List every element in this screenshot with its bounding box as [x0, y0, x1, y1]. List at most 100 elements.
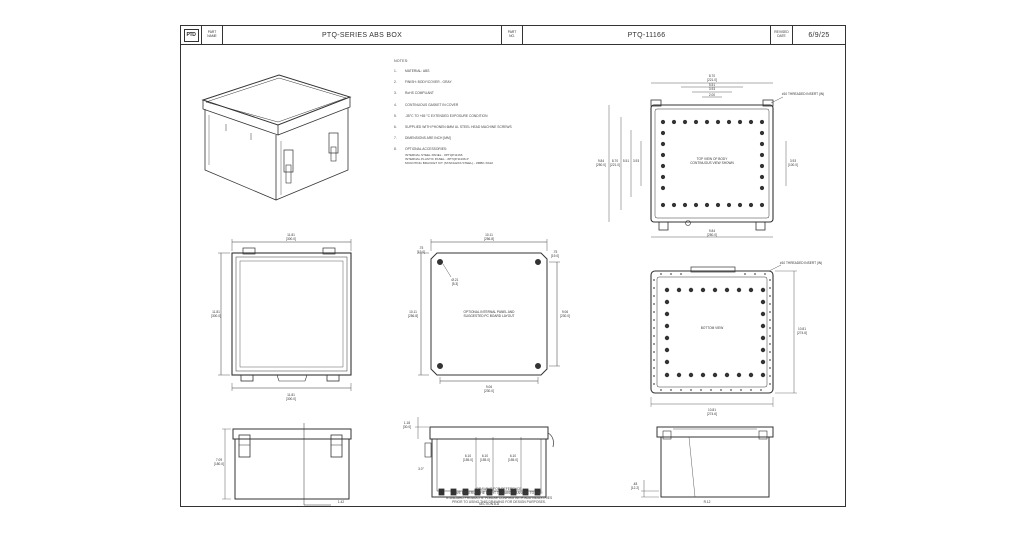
dim-sec-angle: 3.0°	[418, 467, 424, 471]
dim-top-h1-mm: [250.0]	[596, 163, 606, 167]
dim-panel-height: 10.11	[409, 310, 417, 314]
dim-panel-corner: .75	[419, 246, 424, 250]
dim-top-h4: 3.93	[633, 159, 639, 163]
dim-top-w1-mm: [221.0]	[707, 78, 717, 82]
dim-top-base-mm: [250.0]	[707, 233, 717, 237]
dim-top-h3: 5.51	[623, 159, 629, 163]
dim-sec-d2-mm: [155.0]	[480, 458, 490, 462]
dim-bottom-h: 10.81	[798, 327, 806, 331]
disclaimer-line: DRAWING FOR REFERENCE	[476, 487, 522, 491]
dim-panel-corner-mm: [19.0]	[417, 250, 425, 254]
dim-panel-width: 10.11	[485, 233, 493, 237]
notes-block: NOTES: 1.MATERIAL: ABS 2.FINISH: BODY/CO…	[394, 59, 564, 165]
revised-date-cell: 6/9/25	[793, 26, 845, 44]
dim-panel-inner-mm: [230.0]	[484, 389, 494, 393]
panel-note-line1: OPTIONAL INTERNAL PANEL AND	[464, 310, 516, 314]
dim-top-base: 9.84	[709, 229, 715, 233]
panel-note-line2: SUGGESTED PC BOARD LAYOUT	[464, 314, 515, 318]
dim-sec-d3-mm: [155.0]	[508, 458, 518, 462]
dim-bottom-w: 10.81	[708, 408, 716, 412]
note-item: 1.MATERIAL: ABS	[394, 69, 430, 73]
note-item: 5.-35°C TO +65 °C EXTENDED EXPOSURE COND…	[394, 113, 488, 118]
dim-top-h1: 9.84	[598, 159, 604, 163]
bottom-view	[650, 264, 797, 407]
dim-top-w4: 2.00	[709, 93, 715, 97]
accessory-item: INTERNAL STEEL PANEL - #PTQP11166	[405, 152, 463, 157]
dim-front-height: 11.81	[212, 310, 220, 314]
company-logo: PTD	[183, 28, 199, 42]
dim-front-height-mm: [300.0]	[211, 314, 221, 318]
panel-view	[418, 239, 560, 384]
side-view-left	[222, 423, 352, 506]
dim-side-foot-mm: [12.2]	[631, 486, 639, 490]
dim-panel-corner-r: .75	[553, 250, 558, 254]
dim-top-h4-r-mm: [100.0]	[788, 163, 798, 167]
part-number: PTQ-11166	[627, 31, 666, 39]
technical-drawing: 11.81 [300.0] 11.81 [300.0] 11.81 [300.0…	[201, 74, 824, 506]
dim-front-base-mm: [300.0]	[286, 397, 296, 401]
note-item: 3.RoHS COMPLIANT	[394, 91, 434, 96]
bottom-view-bolt-grid	[664, 287, 766, 378]
threaded-insert-note-top: #10 THREADED INSERT (IN)	[782, 92, 824, 96]
top-view-note-line2: CONTINUOUS VIEW SHOWN	[690, 161, 734, 165]
dim-panel-height-mm: [256.8]	[408, 314, 418, 318]
dim-panel-hole: Ø.21	[452, 278, 459, 282]
top-view-bolt-grid	[660, 119, 765, 208]
dim-top-w2: 5.51	[709, 83, 715, 87]
dim-panel-width-mm: [256.8]	[484, 237, 494, 241]
threaded-insert-note-bottom: #10 THREADED INSERT (IN)	[780, 261, 822, 265]
disclaimer-line: WE RESERVE THE RIGHT TO MAKE CHANGES TO …	[455, 491, 543, 496]
side-view-right	[641, 426, 774, 498]
dim-top-h2-mm: [221.0]	[610, 163, 620, 167]
dim-sec-top-mm: [30.0]	[403, 425, 411, 429]
top-view-note-line1: TOP VIEW OF BODY	[697, 157, 729, 161]
disclaimer-block: DRAWING FOR REFERENCE WE RESERVE THE RIG…	[429, 487, 569, 505]
accessory-item: MOUNTING BRACKET KIT (STAINLESS STEEL) -…	[405, 160, 494, 165]
dim-panel-corner-r-mm: [19.0]	[551, 254, 559, 258]
dim-panel-inner: 9.06	[486, 385, 492, 389]
dim-top-h2: 8.70	[612, 159, 618, 163]
note-item: 2.FINISH: BODY/COVER - GRAY	[394, 80, 452, 85]
part-name-cell: PTQ-SERIES ABS BOX	[223, 26, 502, 44]
note-item: 7.DIMENSIONS ARE INCH [MM]	[394, 136, 451, 141]
bottom-view-note: BOTTOM VIEW	[701, 326, 724, 330]
dim-panel-inner-v: 9.06	[562, 310, 568, 314]
dim-sec-d1-mm: [155.0]	[463, 458, 473, 462]
dim-side-lid: 1.42	[338, 500, 344, 504]
disclaimer-line: STANDARD PRODUCTS. PLEASE CONFIRM WITH B…	[445, 495, 553, 500]
dim-front-width-mm: [300.0]	[286, 237, 296, 241]
front-view	[218, 239, 352, 391]
section-view	[415, 417, 554, 498]
note-item: 8.OPTIONAL ACCESSORIES:	[394, 147, 448, 152]
disclaimer-line: PRIOR TO USING THIS DRAWING FOR DESIGN P…	[452, 500, 546, 505]
dim-sec-d2: 6.10	[482, 454, 488, 458]
dim-side-h-mm: [180.0]	[214, 462, 224, 466]
dim-front-width: 11.81	[287, 233, 295, 237]
note-item: 4.CONTINUOUS GASKET IN COVER	[394, 102, 459, 107]
dim-top-h4-r: 3.93	[790, 159, 796, 163]
part-no-cell: PTQ-11166	[523, 26, 771, 44]
accessory-item: INTERNAL PLASTIC PANEL - #PTQP11166-P	[405, 156, 469, 161]
revised-date: 6/9/25	[808, 31, 830, 39]
dim-sec-d3: 6.10	[510, 454, 516, 458]
dim-side-h: 7.09	[216, 458, 222, 462]
dim-bottom-w-mm: [274.6]	[707, 412, 717, 416]
isometric-view	[201, 74, 352, 201]
dim-sec-top: 1.18	[404, 421, 410, 425]
dim-panel-hole-mm: [5.3]	[452, 282, 458, 286]
notes-heading: NOTES:	[394, 59, 409, 63]
dim-top-w1: 8.70	[709, 74, 715, 78]
bottom-view-edge-dots	[653, 273, 771, 391]
dim-side-foot: .48	[633, 482, 638, 486]
logo-cell: PTD	[181, 26, 202, 44]
dim-panel-inner-v-mm: [230.0]	[560, 314, 570, 318]
dim-hinge-radius: R.12	[704, 500, 711, 504]
part-name: PTQ-SERIES ABS BOX	[321, 31, 403, 39]
top-view	[608, 82, 787, 238]
section-label: SECTION A-A	[479, 502, 500, 506]
dim-bottom-h-mm: [274.6]	[797, 331, 807, 335]
